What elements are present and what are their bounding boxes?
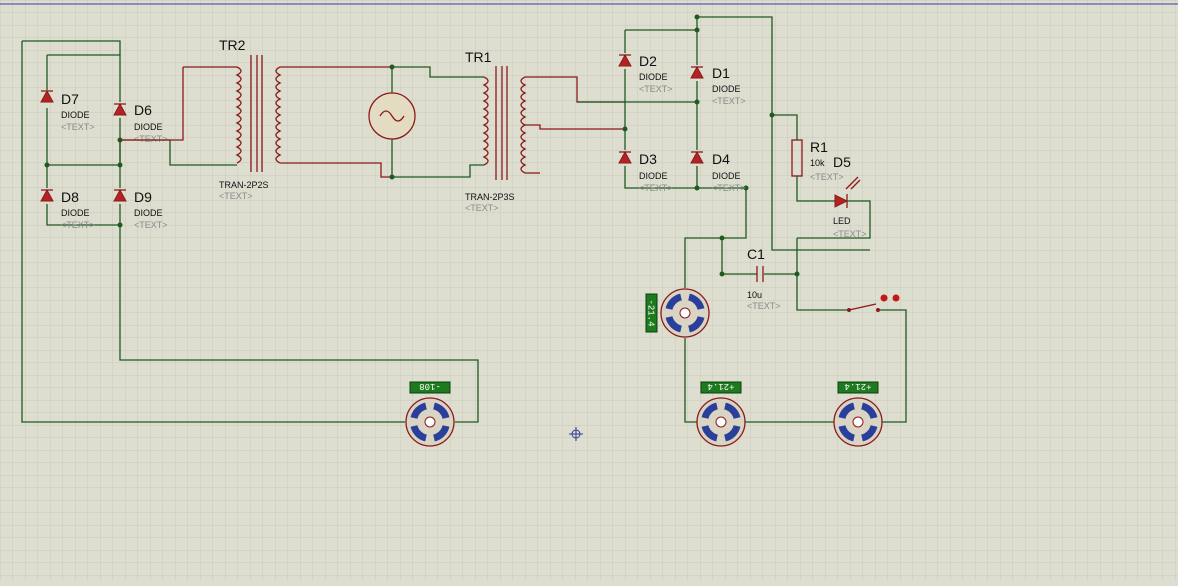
diode-D9[interactable]: D9 DIODE <TEXT> bbox=[113, 188, 168, 230]
diode-D4[interactable]: D4 DIODE <TEXT> bbox=[690, 150, 746, 193]
switch[interactable] bbox=[847, 294, 900, 313]
ac-source[interactable] bbox=[368, 66, 484, 178]
diode-D6[interactable]: D6 DIODE <TEXT> bbox=[113, 102, 168, 144]
diode-D1[interactable]: D1 DIODE <TEXT> bbox=[690, 65, 746, 106]
D2-text: <TEXT> bbox=[639, 84, 673, 94]
switch-button-right[interactable] bbox=[892, 294, 900, 302]
D1-ref: D1 bbox=[712, 65, 730, 81]
D8-text: <TEXT> bbox=[61, 220, 95, 230]
D3-model: DIODE bbox=[639, 171, 668, 181]
diode-D3[interactable]: D3 DIODE <TEXT> bbox=[618, 150, 673, 193]
C1-text: <TEXT> bbox=[747, 301, 781, 311]
D2-ref: D2 bbox=[639, 53, 657, 69]
D7-text: <TEXT> bbox=[61, 122, 95, 132]
D8-model: DIODE bbox=[61, 208, 90, 218]
R1-ref: R1 bbox=[810, 139, 828, 155]
D9-ref: D9 bbox=[134, 189, 152, 205]
voltmeter-left[interactable]: -108 bbox=[405, 381, 455, 447]
capacitor-C1[interactable]: C1 10u <TEXT> bbox=[747, 246, 781, 311]
diode-D8[interactable]: D8 DIODE <TEXT> bbox=[40, 188, 95, 230]
D1-model: DIODE bbox=[712, 84, 741, 94]
R1-value: 10k bbox=[810, 158, 825, 168]
TR1-ref: TR1 bbox=[465, 49, 492, 65]
D5-text: <TEXT> bbox=[833, 229, 867, 239]
voltmeter-bottom-right[interactable]: +21.4 bbox=[833, 381, 883, 447]
led-D5[interactable]: D5 LED <TEXT> bbox=[797, 154, 871, 239]
R1-text: <TEXT> bbox=[810, 172, 844, 182]
TR2-ref: TR2 bbox=[219, 37, 246, 53]
D9-text: <TEXT> bbox=[134, 220, 168, 230]
vm-bottom-mid-reading: +21.4 bbox=[707, 381, 734, 391]
D7-model: DIODE bbox=[61, 110, 90, 120]
vm-mid-reading: -21.4 bbox=[646, 299, 656, 326]
D7-ref: D7 bbox=[61, 91, 79, 107]
D3-text: <TEXT> bbox=[639, 183, 673, 193]
D1-text: <TEXT> bbox=[712, 96, 746, 106]
voltmeter-bottom-mid[interactable]: +21.4 bbox=[696, 381, 746, 447]
diode-D7[interactable]: D7 DIODE <TEXT> bbox=[40, 89, 95, 132]
TR1-model: TRAN-2P3S bbox=[465, 192, 515, 202]
D5-ref: D5 bbox=[833, 154, 851, 170]
transformer-TR2[interactable]: TR2 TRAN-2P2S <TEXT> bbox=[120, 37, 392, 201]
diode-D2[interactable]: D2 DIODE <TEXT> bbox=[618, 53, 673, 94]
switch-button-left[interactable] bbox=[880, 294, 888, 302]
vm-left-reading: -108 bbox=[419, 381, 441, 391]
C1-ref: C1 bbox=[747, 246, 765, 262]
D6-model: DIODE bbox=[134, 122, 163, 132]
transformer-TR1[interactable]: TR1 TRAN-2P3S <TEXT> bbox=[465, 49, 625, 213]
TR2-text: <TEXT> bbox=[219, 191, 253, 201]
left-bridge-wires bbox=[21, 40, 479, 423]
TR1-text: <TEXT> bbox=[465, 203, 499, 213]
vm-bottom-right-reading: +21.4 bbox=[844, 381, 871, 391]
C1-value: 10u bbox=[747, 290, 762, 300]
D4-text: <TEXT> bbox=[712, 183, 746, 193]
D4-model: DIODE bbox=[712, 171, 741, 181]
D6-ref: D6 bbox=[134, 102, 152, 118]
D9-model: DIODE bbox=[134, 208, 163, 218]
D6-text: <TEXT> bbox=[134, 134, 168, 144]
D8-ref: D8 bbox=[61, 189, 79, 205]
D5-model: LED bbox=[833, 216, 851, 226]
origin-marker-icon bbox=[569, 427, 583, 441]
D4-ref: D4 bbox=[712, 151, 730, 167]
voltmeter-mid-vertical[interactable]: -21.4 bbox=[645, 288, 710, 338]
sine-icon bbox=[379, 110, 405, 122]
D3-ref: D3 bbox=[639, 151, 657, 167]
D2-model: DIODE bbox=[639, 72, 668, 82]
TR2-model: TRAN-2P2S bbox=[219, 180, 269, 190]
resistor-R1[interactable]: R1 10k <TEXT> bbox=[791, 139, 844, 202]
